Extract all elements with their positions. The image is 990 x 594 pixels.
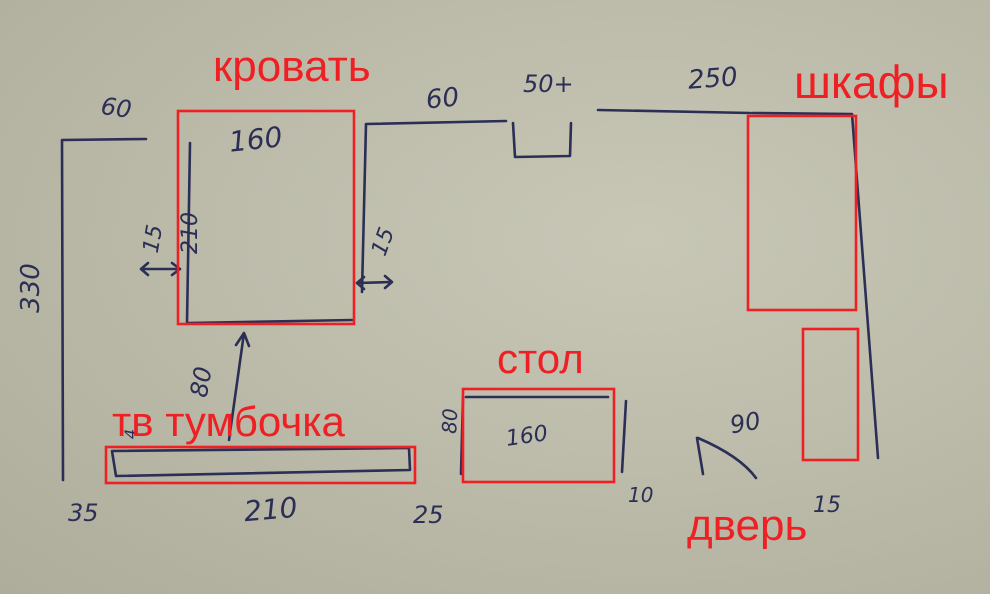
dim-bottom-desk-gap: 10: [628, 483, 654, 507]
bed-outline: [185, 141, 354, 325]
wall-top-middle: [360, 119, 508, 294]
label-bed: кровать: [213, 42, 371, 91]
dim-bed-to-tv: 80: [184, 364, 218, 400]
dim-left-wall-top: 60: [99, 92, 134, 124]
dim-bottom-gap: 25: [413, 501, 444, 529]
label-tv-stand: тв тумбочка: [112, 398, 345, 445]
niche-outline: [511, 121, 573, 159]
dim-bottom-right: 15: [813, 493, 841, 518]
dim-bed-width: 160: [227, 120, 284, 159]
dim-wall-top-middle: 60: [424, 82, 461, 116]
wardrobe-small-frame: [801, 327, 860, 462]
tv-stand-frame: [104, 445, 417, 485]
label-door: дверь: [687, 501, 808, 550]
wall-top-right: [596, 108, 880, 460]
wall-left: [60, 137, 148, 482]
dim-wall-top-right: 250: [687, 62, 739, 96]
desk-frame: [461, 387, 616, 484]
dim-desk-width: 160: [504, 421, 550, 452]
bed-frame: [176, 109, 356, 326]
arrow-gap-left: [139, 261, 182, 277]
arrow-bed-to-tv: [227, 331, 251, 442]
dim-bed-length: 210: [178, 212, 203, 254]
dim-bed-gap-left: 15: [138, 222, 169, 255]
dim-door-width: 90: [727, 406, 763, 440]
dim-desk-depth: 80: [437, 407, 463, 435]
label-wardrobes: шкафы: [794, 56, 949, 108]
dim-bottom-tv: 210: [242, 490, 299, 529]
door-arc: [695, 436, 758, 480]
dim-bottom-left: 35: [68, 499, 99, 527]
label-desk: стол: [497, 335, 584, 382]
dim-niche: 50+: [523, 70, 574, 98]
wardrobe-big-frame: [746, 114, 858, 312]
tv-stand-outline: [110, 446, 412, 478]
arrow-gap-right: [355, 274, 394, 291]
dim-room-height: 330: [15, 263, 46, 313]
